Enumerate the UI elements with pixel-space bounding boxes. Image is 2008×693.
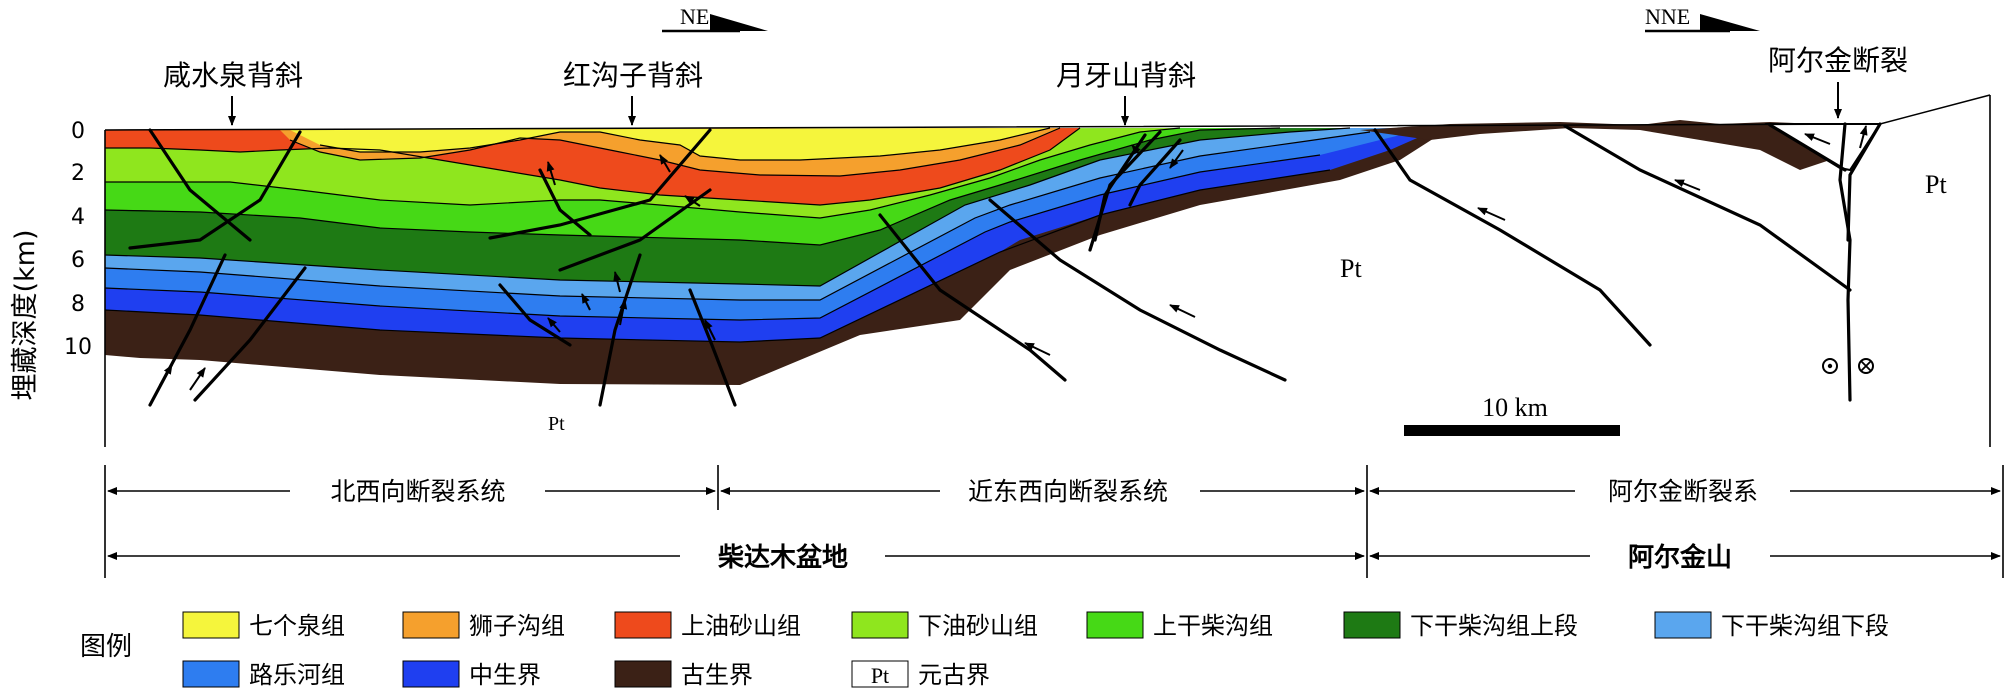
y-tick-label: 2: [71, 161, 85, 186]
orientation-left-label: NE: [680, 4, 709, 29]
into-page-cross: [1861, 361, 1871, 371]
legend-label: 下油砂山组: [918, 612, 1038, 640]
label-altyn-fault: 阿尔金断裂: [1768, 44, 1908, 77]
label-honggouzi: 红沟子背斜: [563, 59, 703, 92]
legend-label: 上干柴沟组: [1153, 612, 1273, 640]
y-tick-label: 6: [71, 248, 85, 273]
slip-arrow: [160, 365, 172, 385]
legend-label: 元古界: [918, 661, 990, 689]
ground-surface: [105, 95, 1990, 130]
legend-label: 路乐河组: [249, 661, 345, 689]
ne-arrow-icon: [710, 14, 768, 31]
legend-label: 下干柴沟组上段: [1410, 612, 1578, 640]
legend-swatch: [615, 661, 671, 687]
fault-system-label: 北西向断裂系统: [330, 477, 505, 506]
legend-label: 中生界: [469, 661, 541, 689]
rock-label-pt: Pt: [1340, 254, 1362, 283]
label-xianshuiquan: 咸水泉背斜: [163, 59, 303, 92]
fault-line: [1375, 130, 1650, 345]
orientation-ne: NE: [662, 4, 768, 31]
region-label: 阿尔金山: [1628, 542, 1732, 573]
strata-layers: [105, 128, 1450, 385]
depth-axis: 埋藏深度(km) 0 2 4 6 8 10: [10, 119, 92, 401]
fault-system-extents: 北西向断裂系统 近东西向断裂系统 阿尔金断裂系 柴达木盆地 阿尔金山: [105, 465, 2003, 578]
legend: 图例 七个泉组 狮子沟组 上油砂山组 下油砂山组 上干柴沟组 下干柴沟组上段 下…: [80, 612, 1889, 689]
y-tick-label: 10: [64, 335, 92, 360]
legend-swatch: [615, 612, 671, 638]
rock-label-pt: Pt: [548, 413, 565, 435]
label-yueyashan: 月牙山背斜: [1056, 59, 1196, 92]
orientation-right-label: NNE: [1645, 4, 1690, 29]
orientation-nne: NNE: [1645, 4, 1760, 31]
legend-title: 图例: [80, 632, 132, 662]
y-axis-title: 埋藏深度(km): [10, 229, 41, 400]
legend-swatch: [403, 612, 459, 638]
legend-swatch-symbol: Pt: [871, 663, 889, 688]
nne-arrow-icon: [1700, 14, 1760, 31]
structure-labels: 咸水泉背斜 红沟子背斜 月牙山背斜 阿尔金断裂: [163, 44, 1908, 125]
rock-label-pt: Pt: [1925, 170, 1947, 199]
legend-swatch: [183, 612, 239, 638]
region-label: 柴达木盆地: [717, 542, 848, 573]
legend-swatch: [1344, 612, 1400, 638]
slip-arrow: [1170, 305, 1195, 317]
legend-swatch: [1087, 612, 1143, 638]
fault-system-label: 近东西向断裂系统: [968, 477, 1168, 506]
legend-swatch: [183, 661, 239, 687]
slip-arrow: [190, 368, 205, 390]
scale-bar-label: 10 km: [1482, 393, 1548, 422]
legend-swatch: [852, 612, 908, 638]
y-tick-label: 4: [71, 205, 85, 230]
legend-label: 古生界: [681, 661, 753, 689]
y-tick-label: 8: [71, 292, 85, 317]
legend-swatch: [1655, 612, 1711, 638]
scale-bar: 10 km: [1404, 393, 1620, 436]
out-of-page-dot: [1828, 364, 1832, 368]
fault-system-label: 阿尔金断裂系: [1608, 477, 1758, 506]
legend-swatch: [403, 661, 459, 687]
y-tick-label: 0: [71, 119, 85, 144]
legend-label: 狮子沟组: [469, 612, 565, 640]
legend-label: 上油砂山组: [681, 612, 801, 640]
scale-bar-rect: [1404, 425, 1620, 436]
legend-label: 下干柴沟组下段: [1721, 612, 1889, 640]
legend-label: 七个泉组: [249, 612, 345, 640]
